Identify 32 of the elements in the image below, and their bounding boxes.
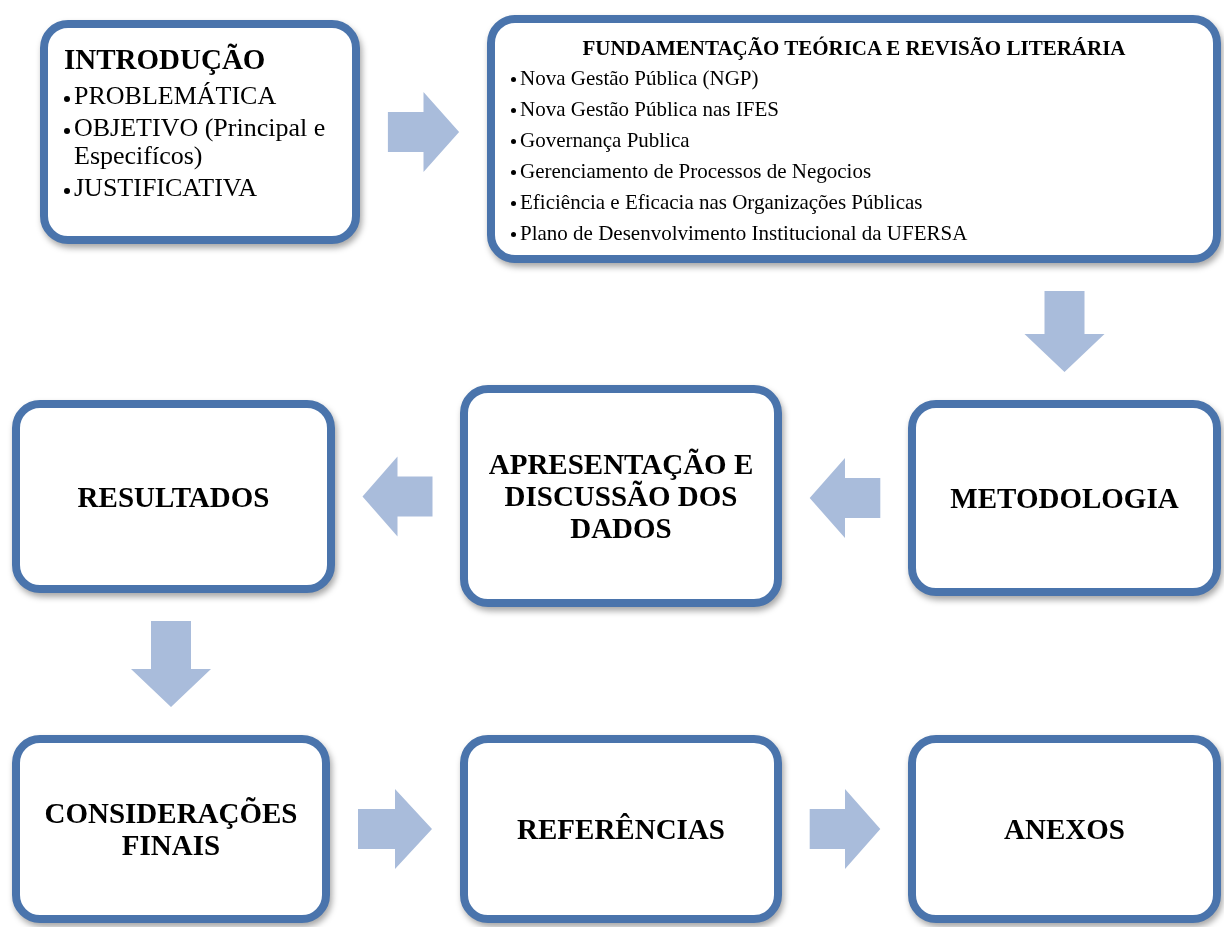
- process-box: [460, 385, 782, 607]
- block-arrow: [358, 789, 432, 869]
- process-box: [487, 15, 1221, 263]
- bullet-text: Plano de Desenvolvimento Institucional da UFERSA: [520, 220, 968, 246]
- process-box: [12, 400, 335, 593]
- block-arrow: [1024, 291, 1105, 372]
- bullet-text: JUSTIFICATIVA: [74, 174, 257, 202]
- box-title: CONSIDERAÇÕES FINAIS: [43, 797, 299, 861]
- block-arrow: [387, 92, 460, 172]
- process-box: [908, 400, 1221, 596]
- bullet-text: Governança Publica: [520, 127, 690, 153]
- block-arrow: [809, 789, 881, 869]
- box-title: REFERÊNCIAS: [517, 813, 725, 845]
- box-title: INTRODUÇÃO: [64, 42, 267, 77]
- process-box: [460, 735, 782, 923]
- box-title: APRESENTAÇÃO E DISCUSSÃO DOS DADOS: [487, 448, 755, 544]
- block-arrow: [362, 456, 433, 537]
- bullet-text: PROBLEMÁTICA: [74, 82, 277, 110]
- bullet-text: Eficiência e Eficacia nas Organizações Públicas: [520, 189, 923, 215]
- process-box: [40, 20, 360, 244]
- bullet-text: Nova Gestão Pública (NGP): [520, 65, 759, 91]
- block-arrow: [131, 621, 211, 707]
- box-title: RESULTADOS: [77, 480, 270, 513]
- box-title: METODOLOGIA: [950, 482, 1179, 514]
- bullet-text: OBJETIVO (Principal e Especifícos): [74, 114, 327, 170]
- bullet-text: Nova Gestão Pública nas IFES: [520, 96, 779, 122]
- process-box: [12, 735, 330, 923]
- block-arrow: [809, 458, 881, 538]
- box-title: ANEXOS: [1004, 813, 1125, 845]
- box-title: FUNDAMENTAÇÃO TEÓRICA E REVISÃO LITERÁRIA: [581, 35, 1127, 61]
- process-box: [908, 735, 1221, 923]
- bullet-text: Gerenciamento de Processos de Negocios: [520, 158, 872, 184]
